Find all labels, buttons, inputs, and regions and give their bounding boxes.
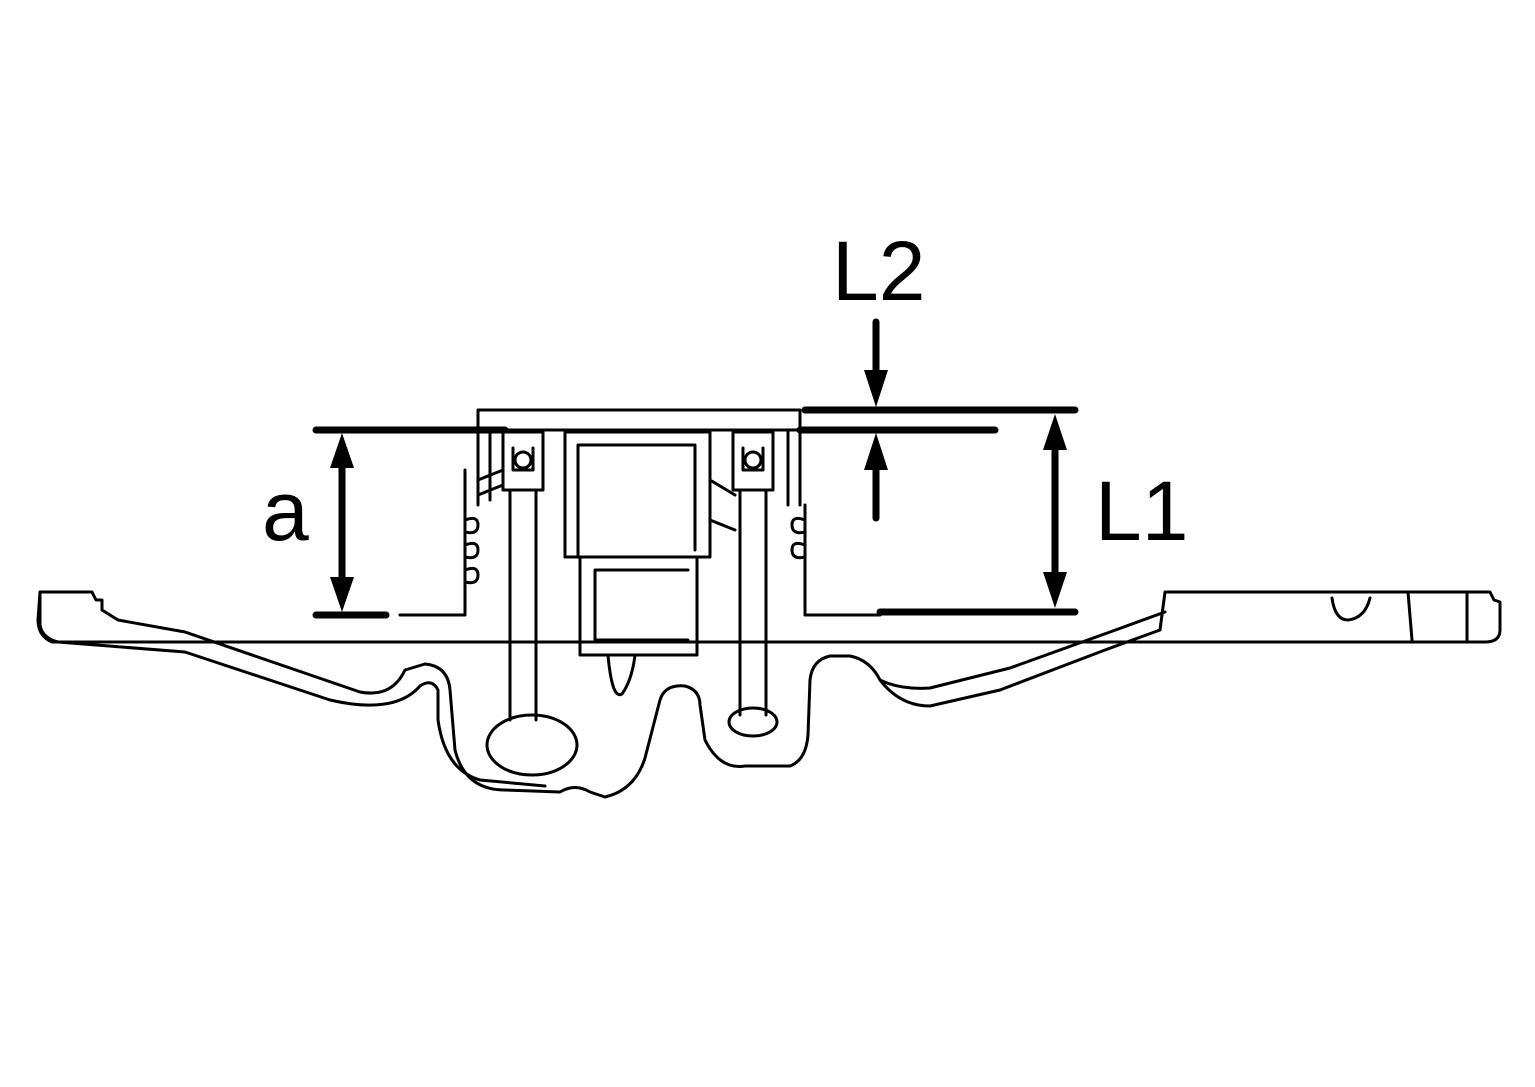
- left-valve-retainer: [501, 430, 545, 492]
- left-keeper-groove: [511, 446, 535, 472]
- head-casting-inner-left: [38, 590, 547, 788]
- right-valve-stem: [738, 488, 768, 717]
- dimension-a: a: [262, 426, 509, 619]
- plug-lower-inner: [593, 568, 690, 642]
- plug-tip: [606, 653, 637, 697]
- head-casting-inner-right: [878, 610, 1167, 690]
- left-valve-head: [485, 713, 579, 777]
- left-valve: [463, 430, 579, 777]
- right-spring-coils: [790, 516, 807, 560]
- right-valve-keeper: [743, 450, 763, 470]
- right-valve-head: [727, 706, 779, 738]
- head-end-notch: [1330, 596, 1372, 622]
- center-plug: [563, 430, 737, 697]
- label-a: a: [262, 464, 309, 558]
- right-valve-retainer: [731, 430, 775, 492]
- dimension-L2: L2: [796, 224, 999, 522]
- dim-L1-arrow-down: [1043, 572, 1067, 608]
- left-valve-stem: [508, 488, 538, 722]
- dim-L1-arrow-up: [1043, 414, 1067, 450]
- shim-plate: [476, 408, 802, 432]
- label-L2: L2: [832, 224, 925, 318]
- label-L1: L1: [1095, 464, 1188, 558]
- plug-hex-inner: [576, 443, 697, 557]
- head-end-line-1: [1406, 590, 1414, 642]
- dim-L2-arrow-down: [864, 370, 888, 407]
- plug-lower-body: [578, 555, 699, 657]
- dim-L2-arrow-up: [864, 433, 888, 470]
- left-spring-top-lines: [476, 468, 505, 497]
- plug-side-lines: [708, 478, 737, 532]
- left-spring-coils: [463, 516, 480, 585]
- plate-side-walls: [476, 428, 802, 507]
- plug-hex-body: [563, 430, 712, 559]
- head-casting-outer: [36, 590, 1502, 799]
- left-valve-keeper: [513, 450, 533, 470]
- right-valve: [727, 430, 807, 738]
- right-keeper-groove: [741, 446, 765, 472]
- top-plate: [476, 408, 802, 507]
- dim-a-arrow-down: [330, 577, 354, 612]
- dim-a-arrow-up: [330, 433, 354, 468]
- dimension-L1: L1: [801, 406, 1188, 616]
- cylinder-head-outline: [36, 468, 1502, 799]
- left-spring-seat-step: [398, 468, 467, 617]
